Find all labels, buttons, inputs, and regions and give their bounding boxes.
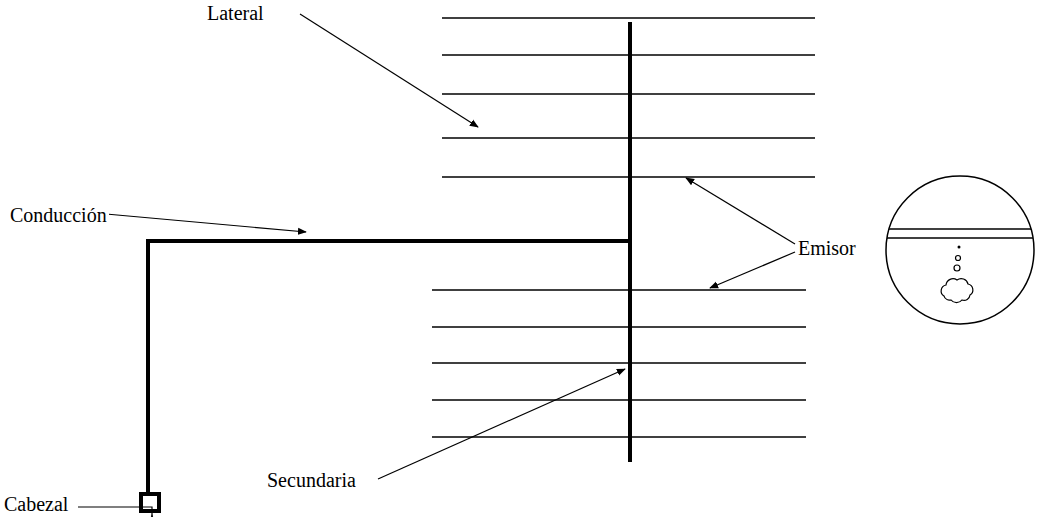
part-label: Conducción — [8, 204, 109, 226]
part-label: Secundaria — [265, 469, 358, 491]
lateral-lines — [432, 18, 815, 437]
part-label: Emisor — [796, 237, 858, 259]
emitter-detail — [880, 176, 1039, 324]
part-label: Lateral — [205, 2, 266, 24]
leader-lines — [78, 14, 795, 516]
head-unit — [141, 494, 159, 511]
part-label: Cabezal — [2, 493, 70, 515]
main-pipe — [148, 241, 630, 494]
